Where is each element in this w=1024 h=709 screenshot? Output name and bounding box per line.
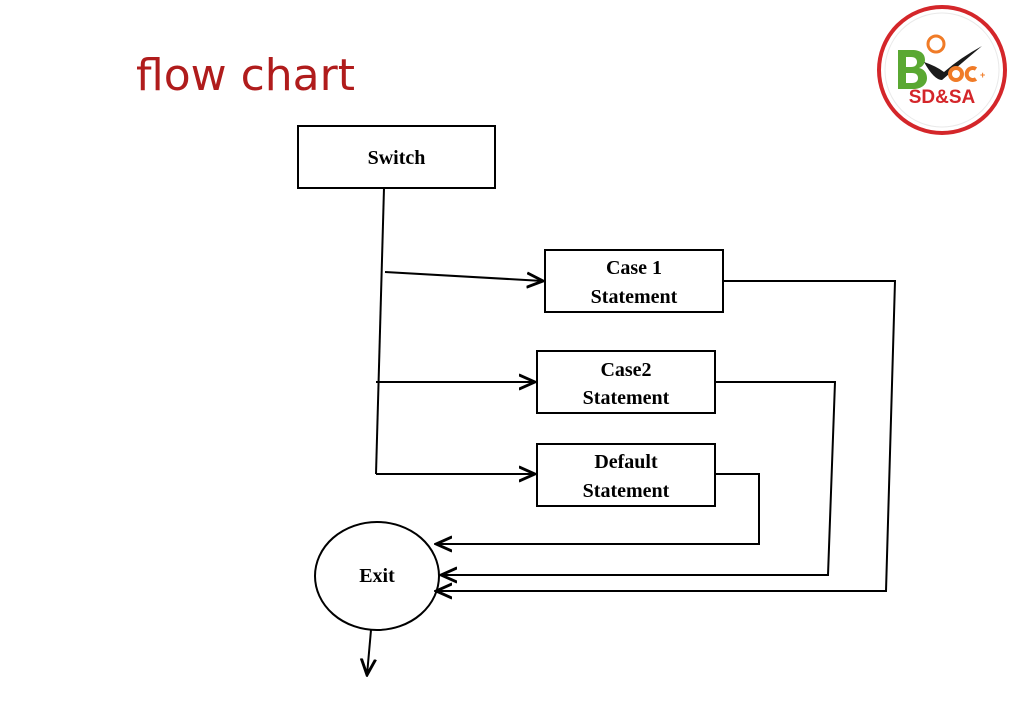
arrow-case1-to-exit [436, 280, 897, 591]
case1-label-line1: Case 1 [606, 257, 662, 279]
logo-b-letter [898, 50, 927, 89]
slide-title: flow chart [136, 50, 355, 101]
case2-label-line1: Case2 [600, 359, 651, 381]
bvoc-logo-icon: + SD&SA [877, 5, 1007, 135]
logo-o-letter [948, 66, 964, 82]
arrow-case2-to-exit [441, 381, 837, 575]
logo-head-shape [926, 34, 946, 54]
default-label-line1: Default [594, 451, 658, 473]
logo-c-letter [964, 66, 978, 82]
exit-label: Exit [359, 565, 395, 587]
switch-node [297, 125, 496, 189]
default-node [536, 443, 716, 507]
case2-label-line2: Statement [583, 387, 670, 409]
switch-label: Switch [368, 147, 426, 169]
arrow-out-of-exit [367, 629, 371, 675]
exit-node [314, 521, 440, 631]
switch-trunk-line [375, 187, 385, 475]
logo-plus-sign: + [980, 70, 985, 80]
logo-inner-ring [884, 12, 1000, 128]
bvoc-logo: + SD&SA [876, 4, 1008, 136]
logo-check-swoosh [924, 46, 982, 80]
case1-label-line2: Statement [591, 286, 678, 308]
arrow-default-to-exit [436, 473, 760, 544]
default-label-line2: Statement [583, 480, 670, 502]
logo-text: SD&SA [909, 87, 976, 108]
arrow-to-case1 [384, 271, 543, 281]
